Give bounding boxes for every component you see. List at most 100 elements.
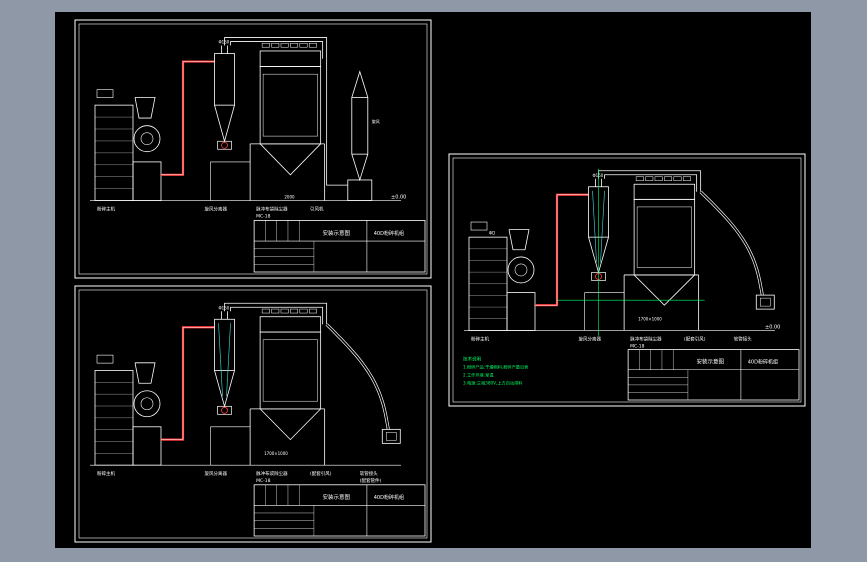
notes-line-2: 2.工作环境:室温	[463, 371, 494, 378]
rotary-valve	[217, 140, 232, 150]
label-crusher: 粉碎主机	[97, 206, 115, 213]
label-fan: (配套引风)	[310, 470, 332, 477]
fan-unit	[755, 294, 775, 310]
filter-pulse-valve	[308, 308, 317, 314]
drawing-sheet: Φ1501700×1000粉碎主机旋风分离器脉冲布袋除尘器MC-18(配套引风)…	[74, 285, 432, 543]
air-duct	[224, 37, 328, 59]
cyclone-inner-cyan	[226, 323, 231, 397]
rotary-valve-mark	[221, 141, 228, 149]
title-block-title: 安装示意图	[322, 493, 350, 501]
dimension-bottom: 2000	[284, 195, 295, 200]
air-duct	[604, 174, 698, 192]
filter-top-manifold	[259, 50, 322, 67]
filter-pulse-valve	[673, 176, 682, 181]
fan-motor	[760, 297, 771, 307]
label-filter-model: MC-18	[256, 478, 271, 484]
notes-line-1: 1.粉碎产品:干燥物料,粉碎产量见表	[463, 363, 529, 370]
dimension-width: 1700×1000	[264, 451, 288, 456]
filter-housing	[633, 198, 696, 276]
flexible-hose	[325, 323, 390, 430]
tower-tag: 旋风	[372, 118, 380, 124]
cyclone-body	[214, 53, 235, 106]
crusher-hopper	[134, 362, 156, 384]
label-filter: 脉冲布袋除尘器	[256, 470, 288, 477]
cyclone-inner-cyan	[592, 190, 597, 263]
rotary-valve	[217, 405, 232, 415]
crusher-hopper	[134, 97, 156, 119]
label-duct: 软管接头	[360, 470, 378, 477]
fan-duct	[326, 58, 348, 186]
filter-housing	[259, 331, 322, 410]
filter-bag-chamber	[636, 206, 692, 268]
label-cyclone: 旋风分离器	[579, 335, 602, 342]
drawing-sheet: ±0.00Φ150旋风2000粉碎主机旋风分离器脉冲布袋除尘器MC-18引风机安…	[74, 19, 432, 279]
filter-pulse-valve	[299, 42, 308, 48]
flexible-hose	[699, 190, 764, 296]
material-pipe-edge	[161, 327, 215, 440]
label-filter: 脉冲布袋除尘器	[630, 335, 662, 342]
dimension-width: 1700×1000	[638, 316, 662, 321]
label-cyclone: 旋风分离器	[205, 470, 228, 477]
filter-top-manifold	[633, 183, 696, 200]
filter-pulse-valve	[280, 308, 289, 314]
flexible-hose-core	[326, 323, 390, 430]
elevation-label: ±0.00	[391, 195, 406, 201]
air-duct	[230, 41, 324, 59]
cyclone-cone	[214, 370, 235, 408]
control-box	[96, 354, 114, 364]
title-block	[627, 349, 800, 401]
crusher-drum	[507, 256, 535, 284]
crusher-drum	[133, 125, 161, 153]
cyclone-cone	[214, 105, 235, 143]
filter-pulse-valve	[654, 176, 663, 181]
label-cyclone: 旋风分离器	[205, 206, 228, 213]
notes-heading: 技术说明	[463, 355, 481, 362]
cyclone-body	[214, 318, 235, 371]
sheet-inner-border	[452, 157, 802, 403]
crusher-rotor	[140, 132, 154, 145]
title-block-title: 安装示意图	[696, 358, 724, 366]
cyclone-inner-cyan	[218, 323, 223, 397]
rotary-valve-mark	[221, 406, 228, 414]
elevation-label: ±0.00	[765, 324, 780, 330]
control-box	[470, 221, 488, 231]
label-duct-note: (配套管件)	[360, 477, 382, 484]
label-crusher: 粉碎主机	[97, 470, 115, 477]
sheet-border	[74, 285, 432, 543]
label-filter-model: MC-18	[256, 214, 271, 220]
tower-body	[351, 97, 369, 155]
filter-pulse-valve	[645, 176, 654, 181]
filter-pulse-valve	[290, 308, 299, 314]
sheet-inner-border	[78, 289, 428, 539]
material-pipe-edge	[535, 194, 589, 306]
fan-motor	[386, 432, 397, 441]
filter-pulse-valve	[271, 308, 280, 314]
filter-bag-chamber	[262, 73, 318, 137]
air-duct	[598, 170, 702, 192]
filter-pulse-valve	[271, 42, 280, 48]
label-filter: 脉冲布袋除尘器	[256, 206, 288, 213]
title-block	[253, 219, 426, 273]
label-filter-model: MC-18	[630, 343, 645, 349]
title-block-drawing-name: 40D粉碎机组	[748, 359, 778, 366]
filter-pulse-valve	[664, 176, 673, 181]
filter-pulse-valve	[290, 42, 299, 48]
filter-hopper	[259, 408, 321, 441]
filter-hopper	[633, 274, 695, 306]
crusher-base	[132, 161, 162, 201]
filter-pulse-valve	[261, 42, 270, 48]
title-block	[253, 484, 426, 537]
flexible-hose-core	[700, 191, 764, 296]
tower-top	[351, 70, 369, 98]
label-fan: (配套引风)	[684, 335, 706, 342]
filter-pulse-valve	[682, 176, 691, 181]
filter-hopper	[259, 143, 321, 176]
crusher-base	[132, 426, 162, 466]
tower-cone	[351, 154, 369, 182]
filter-top-manifold	[259, 316, 322, 333]
crusher-drum	[133, 390, 161, 418]
material-pipe	[161, 60, 215, 176]
crusher-base	[506, 292, 536, 331]
